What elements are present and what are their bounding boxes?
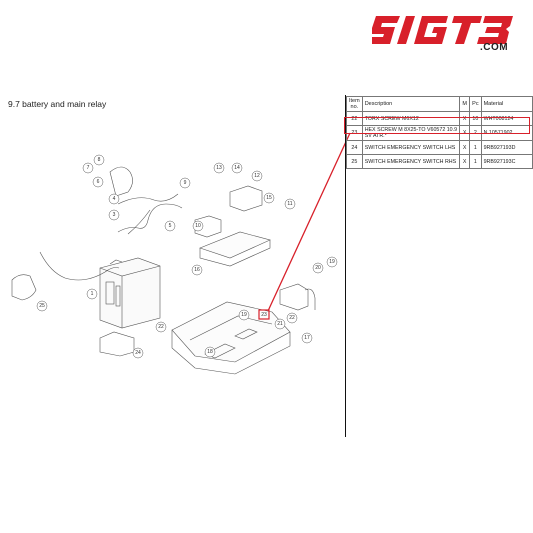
svg-text:5: 5 bbox=[169, 223, 172, 229]
svg-text:22: 22 bbox=[158, 324, 164, 330]
col-material: Material bbox=[480, 96, 533, 112]
table-row-highlight-frame bbox=[344, 117, 530, 134]
panel-divider bbox=[345, 95, 346, 437]
svg-text:23: 23 bbox=[261, 312, 267, 318]
sigtb-logo[interactable] bbox=[372, 12, 520, 52]
svg-text:19: 19 bbox=[241, 312, 247, 318]
svg-text:21: 21 bbox=[277, 321, 283, 327]
item-description: SWITCH EMERGENCY SWITCH RHS bbox=[361, 154, 461, 169]
item-material: WHT008124 bbox=[480, 111, 533, 126]
item-no: 25 bbox=[346, 154, 363, 169]
callout-23-highlight bbox=[258, 309, 270, 320]
item-description: SWITCH EMERGENCY SWITCH LHS bbox=[361, 140, 461, 155]
item-m: X bbox=[459, 140, 471, 155]
table-header-row: Item no. Description M Pc Material bbox=[346, 96, 533, 112]
svg-text:11: 11 bbox=[287, 201, 292, 207]
svg-text:8: 8 bbox=[98, 157, 101, 163]
item-m: X bbox=[459, 154, 471, 169]
svg-text:14: 14 bbox=[234, 165, 240, 171]
item-material: 9RB927193D bbox=[480, 140, 533, 155]
svg-text:7: 7 bbox=[87, 165, 90, 171]
table-row[interactable]: 24 SWITCH EMERGENCY SWITCH LHS X 1 9RB92… bbox=[346, 140, 533, 155]
svg-text:20: 20 bbox=[315, 265, 321, 271]
svg-text:19: 19 bbox=[329, 259, 335, 265]
svg-text:12: 12 bbox=[254, 173, 260, 179]
section-title: 9.7 battery and main relay bbox=[8, 99, 107, 109]
item-no: 24 bbox=[346, 140, 363, 155]
item-pc: 1 bbox=[469, 140, 482, 155]
col-pc: Pc bbox=[469, 96, 482, 112]
svg-text:24: 24 bbox=[135, 350, 141, 356]
svg-text:3: 3 bbox=[113, 212, 116, 218]
svg-text:15: 15 bbox=[266, 195, 272, 201]
svg-text:22: 22 bbox=[289, 315, 295, 321]
svg-text:16: 16 bbox=[194, 267, 200, 273]
svg-text:13: 13 bbox=[216, 165, 222, 171]
item-pc: 1 bbox=[469, 154, 482, 169]
svg-text:1: 1 bbox=[91, 291, 94, 297]
logo-domain: .COM bbox=[480, 42, 509, 53]
svg-text:25: 25 bbox=[39, 303, 45, 309]
svg-text:4: 4 bbox=[113, 196, 116, 202]
table-row[interactable]: 25 SWITCH EMERGENCY SWITCH RHS X 1 9RB92… bbox=[346, 154, 533, 169]
col-description: Description bbox=[361, 96, 461, 112]
svg-text:18: 18 bbox=[207, 349, 213, 355]
item-material: 9RB927193C bbox=[480, 154, 533, 169]
svg-text:6: 6 bbox=[97, 179, 100, 185]
svg-text:9: 9 bbox=[184, 180, 187, 186]
svg-text:10: 10 bbox=[195, 223, 201, 229]
col-m: M bbox=[459, 96, 471, 112]
table-row[interactable]: 22 TORX SCREW M6X12 X 10 WHT008124 bbox=[346, 111, 533, 126]
col-item-no: Item no. bbox=[346, 96, 363, 112]
svg-text:17: 17 bbox=[304, 335, 310, 341]
